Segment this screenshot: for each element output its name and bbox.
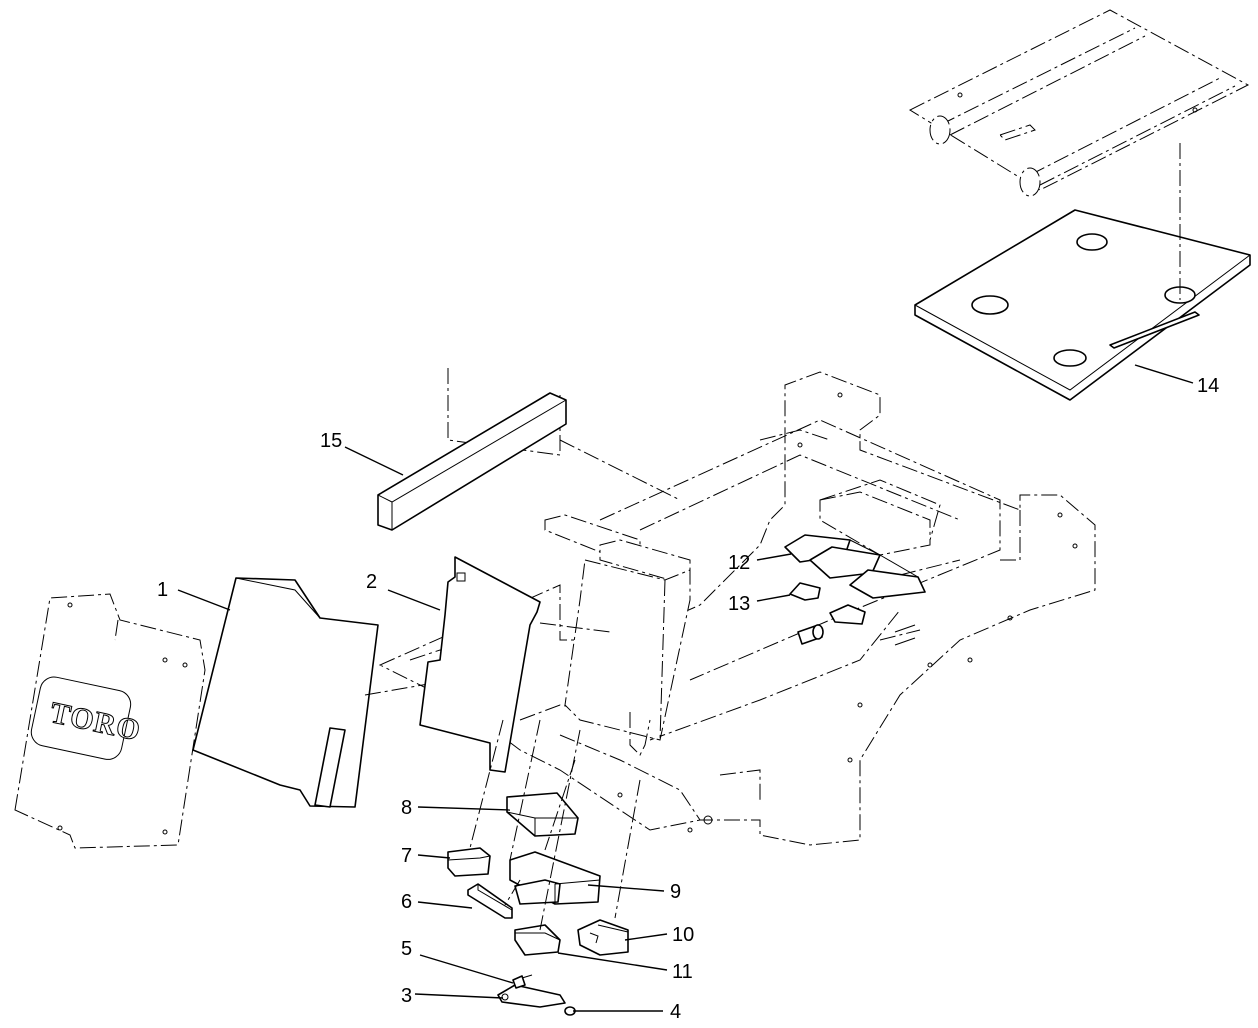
callout-8: 8 bbox=[401, 797, 412, 819]
leader-lines bbox=[177, 364, 1194, 1012]
callout-11: 11 bbox=[672, 961, 693, 983]
foam-strip bbox=[377, 368, 681, 531]
foam-block-11 bbox=[514, 924, 561, 956]
front-shroud: TORO bbox=[14, 593, 206, 849]
foam-blocks-12 bbox=[784, 534, 926, 599]
callout-2: 2 bbox=[366, 571, 377, 593]
insulation-pad-2 bbox=[419, 556, 611, 773]
callout-15: 15 bbox=[320, 430, 342, 452]
callout-13: 13 bbox=[728, 593, 750, 615]
callout-10: 10 bbox=[672, 924, 694, 946]
bracket-part-3 bbox=[497, 984, 566, 1008]
alignment-lines bbox=[469, 719, 641, 931]
foam-block-8 bbox=[506, 792, 579, 837]
callout-14: 14 bbox=[1197, 375, 1219, 397]
callout-9: 9 bbox=[670, 881, 681, 903]
foam-strip-6 bbox=[467, 883, 513, 919]
foam-block-9 bbox=[509, 851, 601, 905]
chassis-frame bbox=[378, 371, 1096, 846]
callout-12: 12 bbox=[728, 552, 750, 574]
callout-4: 4 bbox=[670, 1001, 681, 1023]
callout-labels: 1 2 3 4 5 6 7 8 9 10 11 12 13 14 15 bbox=[157, 375, 1219, 1023]
callout-5: 5 bbox=[401, 938, 412, 960]
panel-part-1 bbox=[192, 577, 441, 808]
callout-6: 6 bbox=[401, 891, 412, 913]
foam-blocks-13 bbox=[789, 582, 866, 625]
callout-3: 3 bbox=[401, 985, 412, 1007]
screw-part-5 bbox=[512, 974, 533, 989]
foam-block-10 bbox=[577, 919, 629, 956]
seat-frame-rails bbox=[908, 9, 1250, 300]
seat-support-plate bbox=[914, 209, 1251, 401]
callout-7: 7 bbox=[401, 845, 412, 867]
callout-1: 1 bbox=[157, 579, 168, 601]
foam-block-7 bbox=[447, 847, 491, 877]
